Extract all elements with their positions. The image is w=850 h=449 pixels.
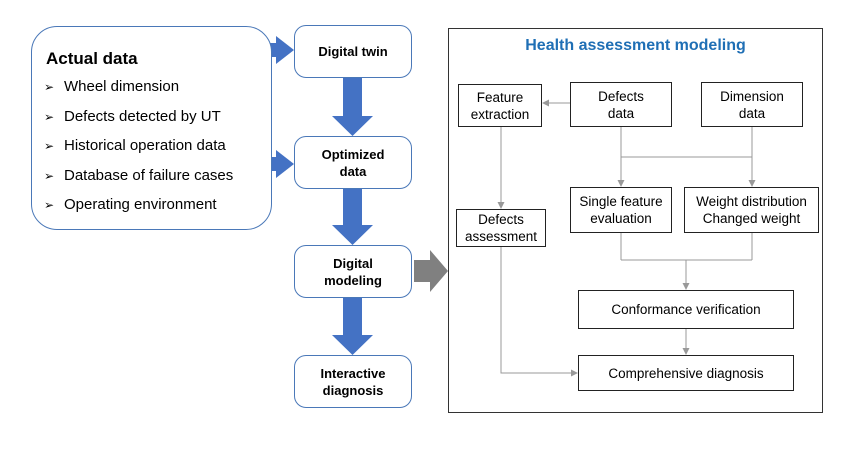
arrow-bullet-icon: ➢	[44, 109, 55, 124]
arrowhead-conformance	[682, 283, 690, 290]
arrow-bullet-icon: ➢	[44, 139, 55, 153]
dimension-data-box: Dimension data	[701, 82, 803, 127]
arrowhead-comprehensive-top	[682, 348, 690, 355]
actual-data-item: ➢Historical operation data	[44, 137, 226, 154]
actual-data-item: ➢Wheel dimension	[44, 78, 180, 95]
actual-data-title: Actual data	[46, 49, 138, 68]
arrowhead-feature-extraction	[542, 99, 549, 107]
arrowhead-single-feature	[617, 180, 625, 187]
arrow-optimized-to-modeling	[332, 189, 373, 245]
digital-twin-box: Digital twin	[294, 25, 412, 78]
single-feature-evaluation-box: Single feature evaluation	[570, 187, 672, 233]
arrow-bullet-icon: ➢	[44, 198, 55, 212]
digital-modeling-box: Digital modeling	[294, 245, 412, 298]
arrow-bullet-icon: ➢	[44, 168, 55, 183]
arrowhead-comprehensive-left	[571, 369, 578, 377]
arrow-twin-to-optimized	[332, 78, 373, 136]
health-assessment-title: Health assessment modeling	[525, 37, 746, 54]
connector-assessment-to-comprehensive	[500, 247, 571, 374]
comprehensive-diagnosis-box: Comprehensive diagnosis	[578, 355, 794, 391]
defects-data-box: Defects data	[570, 82, 672, 127]
arrow-bullet-icon: ➢	[44, 80, 55, 94]
feature-extraction-box: Feature extraction	[458, 84, 542, 127]
arrowhead-weight	[748, 180, 756, 187]
defects-assessment-box: Defects assessment	[456, 209, 546, 247]
actual-data-box: Actual data ➢Wheel dimension ➢Defects de…	[31, 26, 272, 230]
interactive-diagnosis-box: Interactive diagnosis	[294, 355, 412, 408]
actual-data-item: ➢Defects detected by UT	[44, 107, 221, 125]
actual-data-item: ➢Operating environment	[44, 196, 217, 213]
optimized-data-box: Optimized data	[294, 136, 412, 189]
arrowhead-assessment	[497, 202, 505, 209]
arrow-modeling-to-interactive	[332, 298, 373, 355]
health-assessment-panel: Health assessment modeling	[448, 28, 823, 413]
conformance-verification-box: Conformance verification	[578, 290, 794, 329]
weight-distribution-box: Weight distribution Changed weight	[684, 187, 819, 233]
actual-data-list: ➢Wheel dimension ➢Defects detected by UT…	[44, 77, 233, 225]
actual-data-item: ➢Database of failure cases	[44, 166, 234, 184]
arrow-to-health-panel	[414, 250, 448, 292]
